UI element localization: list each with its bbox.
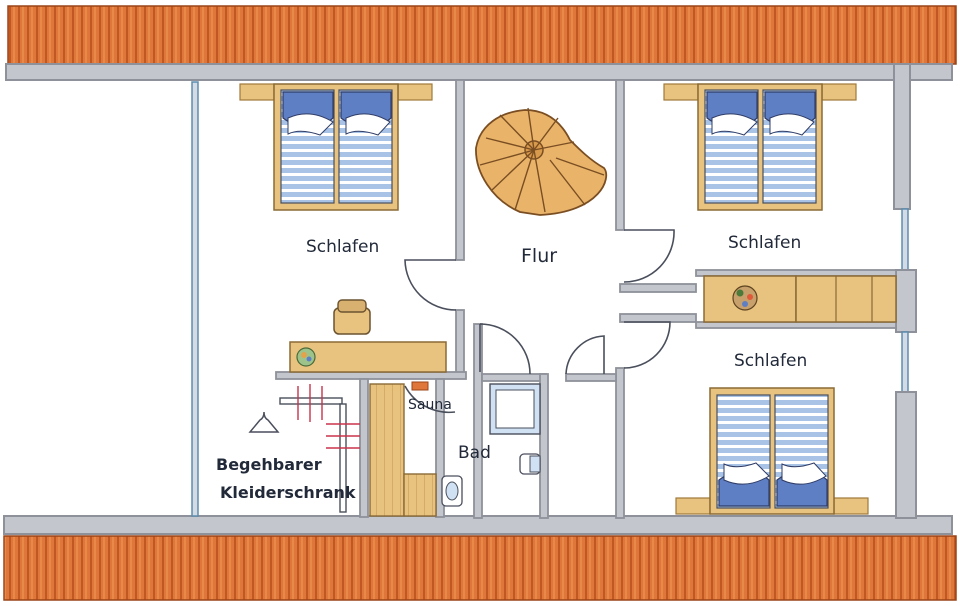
label-sauna: Sauna bbox=[408, 397, 452, 413]
roof-bottom bbox=[3, 535, 957, 601]
door-swings bbox=[404, 229, 675, 414]
label-walk-in-closet-line2: Kleiderschrank bbox=[220, 483, 356, 502]
desk-top-left bbox=[289, 341, 447, 373]
sauna-bench bbox=[369, 381, 437, 517]
label-bathroom: Bad bbox=[458, 443, 491, 463]
label-bedroom-top-left: Schlafen bbox=[306, 237, 379, 257]
right-exterior-wall bbox=[893, 63, 917, 519]
toilet bbox=[519, 453, 541, 475]
label-bedroom-top-right: Schlafen bbox=[728, 233, 801, 253]
shower-tray bbox=[489, 383, 541, 435]
bed-top-left bbox=[239, 83, 433, 211]
chair-top-left bbox=[333, 299, 371, 335]
interior-walls bbox=[275, 79, 897, 519]
left-exterior-wall bbox=[191, 81, 199, 517]
roof-top bbox=[7, 5, 957, 65]
bed-top-right bbox=[663, 83, 857, 211]
label-bedroom-bottom-right: Schlafen bbox=[734, 351, 807, 371]
desk-top-right bbox=[703, 275, 897, 323]
label-walk-in-closet-line1: Begehbarer bbox=[216, 455, 322, 474]
closet-rails bbox=[279, 384, 360, 513]
bed-bottom-right bbox=[675, 387, 869, 515]
top-eave-wall bbox=[5, 63, 953, 81]
washbasin bbox=[441, 475, 463, 507]
hanger-icon bbox=[248, 411, 280, 433]
spiral-staircase bbox=[475, 107, 608, 216]
label-hallway: Flur bbox=[521, 245, 557, 267]
